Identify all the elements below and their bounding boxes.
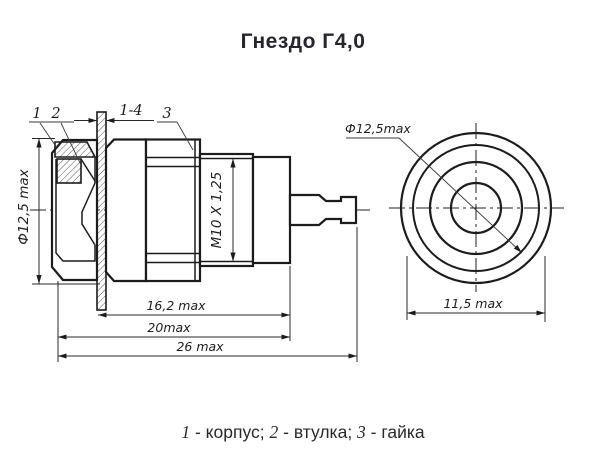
parts-caption: 1 - корпус; 2 - втулка; 3 - гайка [181, 422, 425, 442]
dim-depth: 16,2 max [146, 298, 206, 313]
caption-num-2: 2 [269, 422, 279, 442]
bushing-flange-section [54, 141, 97, 158]
caption-name-2: втулка [293, 422, 348, 442]
side-view: 1 2 3 1-4 Ф12,5 max М10 Х 1,25 [16, 103, 374, 362]
label-part-2: 2 [50, 106, 60, 122]
dim-front-diameter: Ф12,5max [345, 121, 411, 136]
dim-thread: М10 Х 1,25 [209, 172, 225, 249]
front-view: Ф12,5max 11,5 max [345, 121, 564, 322]
collar [104, 138, 148, 283]
socket-cavity [55, 159, 96, 262]
caption-num-1: 1 [181, 422, 191, 442]
caption-name-3: гайка [381, 422, 425, 442]
dim-panel-thickness: 1-4 [119, 103, 142, 119]
socket-cone [81, 182, 96, 246]
label-part-1: 1 [32, 106, 41, 122]
dim-total-length: 26 max [176, 339, 224, 354]
nut-barrel [144, 138, 202, 283]
threaded-section [198, 152, 255, 268]
terminal-pin [288, 193, 358, 227]
bushing-section [56, 158, 82, 184]
caption-name-1: корпус [205, 422, 260, 442]
dim-head-diameter: Ф12,5 max [16, 168, 32, 244]
dim-body-length: 20max [147, 320, 191, 335]
drawing-title: Гнездо Г4,0 [240, 30, 366, 53]
label-part-3: 3 [162, 106, 171, 122]
caption-num-3: 3 [357, 422, 366, 442]
rear-ring [251, 155, 292, 265]
dim-front-width: 11,5 max [443, 296, 503, 311]
panel-flange [96, 111, 107, 311]
